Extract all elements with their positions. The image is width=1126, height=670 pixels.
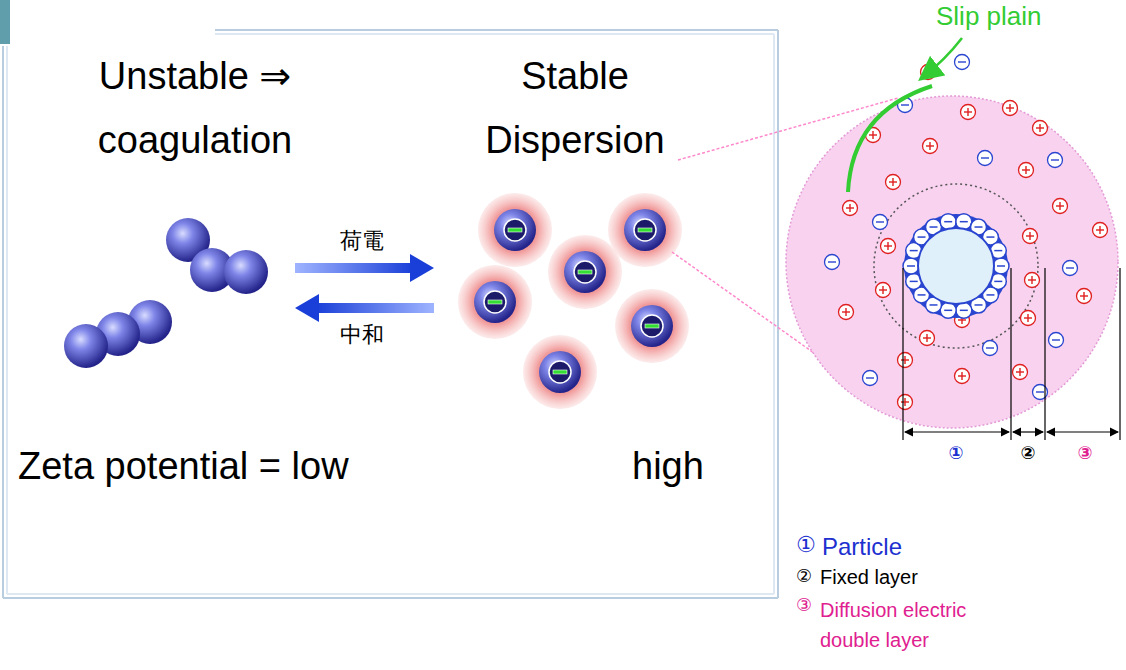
callout-number: ③ [796,595,812,616]
heading-stable: Stable Dispersion [455,44,695,172]
dispersed-particles [458,193,689,409]
arrow-label: 荷電 [340,228,384,253]
double-layer-diagram [786,55,1118,429]
charged-particle [478,193,552,267]
zeta-label: Zeta potential = low [18,445,349,489]
callout-number: ② [796,566,812,587]
charged-particle [548,235,622,309]
callout-number: ② [1020,443,1035,464]
key-text: Fixed layer [820,566,918,589]
heading-unstable: Unstable ⇒ coagulation [45,44,345,172]
charged-particle [523,335,597,409]
coagulated-particles [64,218,268,368]
callout-number: ③ [1077,443,1092,464]
slip-plane-label: Slip plain [936,2,1042,32]
arrow-label: 中和 [340,322,384,347]
slip-plane-pointer [922,38,962,78]
key-text: Diffusion electric double layer [820,595,1020,655]
charged-particle [615,289,689,363]
slip-plane-arc [848,86,932,192]
dimension-lines [903,268,1120,440]
callout-number: ① [796,532,816,557]
reaction-arrows [295,254,434,322]
zeta-label: high [632,445,704,489]
key-text: Particle [822,533,902,561]
charged-particle [608,193,682,267]
charged-particle [458,265,532,339]
callout-number: ① [948,443,963,464]
